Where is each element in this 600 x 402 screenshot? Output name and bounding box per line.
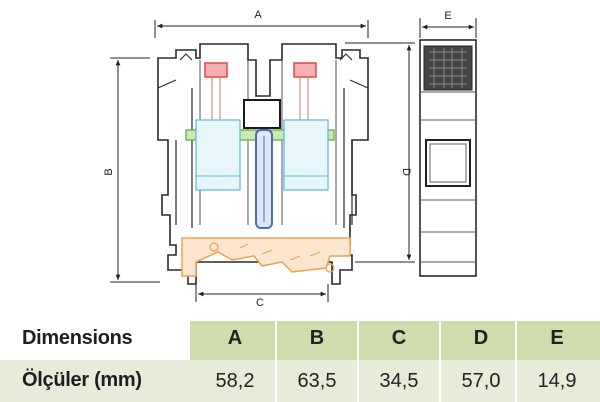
dimension-a-label: A [254,9,262,21]
table-values-row: Ölçüler (mm) 58,2 63,5 34,5 57,0 14,9 [0,360,600,402]
dimension-b: B [103,57,160,283]
dimension-c: C [195,284,329,309]
dimension-d: D [345,42,415,263]
right-clamp [283,119,329,191]
column-e-header: E [550,327,564,349]
housing-outline [157,43,369,285]
column-b-header: B [309,327,325,349]
dimensions-table: Dimensions A B C D E Ölçüler (mm) 58,2 6… [0,318,600,402]
dimension-b-label: B [103,168,115,175]
column-a-header: A [227,327,243,349]
column-separator [275,321,277,402]
column-separator [357,321,359,402]
value-c: 34,5 [379,370,419,392]
column-d-header: D [473,327,489,349]
front-view [157,43,369,285]
value-e: 14,9 [537,370,577,392]
olculer-label: Ölçüler (mm) [22,369,142,391]
side-view-window [425,139,471,187]
screw-head [243,99,281,129]
value-d: 57,0 [461,370,501,392]
side-view [419,39,477,277]
terminal-block-drawing: A B C D E [103,9,477,309]
dimension-a: A [154,9,369,38]
value-b: 63,5 [297,370,337,392]
dimension-e-label: E [444,10,451,22]
right-red-clip [293,62,317,78]
table-header-row: Dimensions A B C D E [0,318,600,360]
dimensions-label: Dimensions [22,327,133,349]
dimension-e: E [419,10,477,38]
column-separator [439,321,441,402]
header-band [190,321,600,360]
din-rail-foot [181,237,351,277]
value-a: 58,2 [215,370,255,392]
column-separator [515,321,517,402]
dimension-d-label: D [400,168,412,176]
column-c-header: C [391,327,407,349]
left-clamp [195,119,241,191]
dimension-c-label: C [256,297,264,309]
left-red-clip [204,62,228,78]
